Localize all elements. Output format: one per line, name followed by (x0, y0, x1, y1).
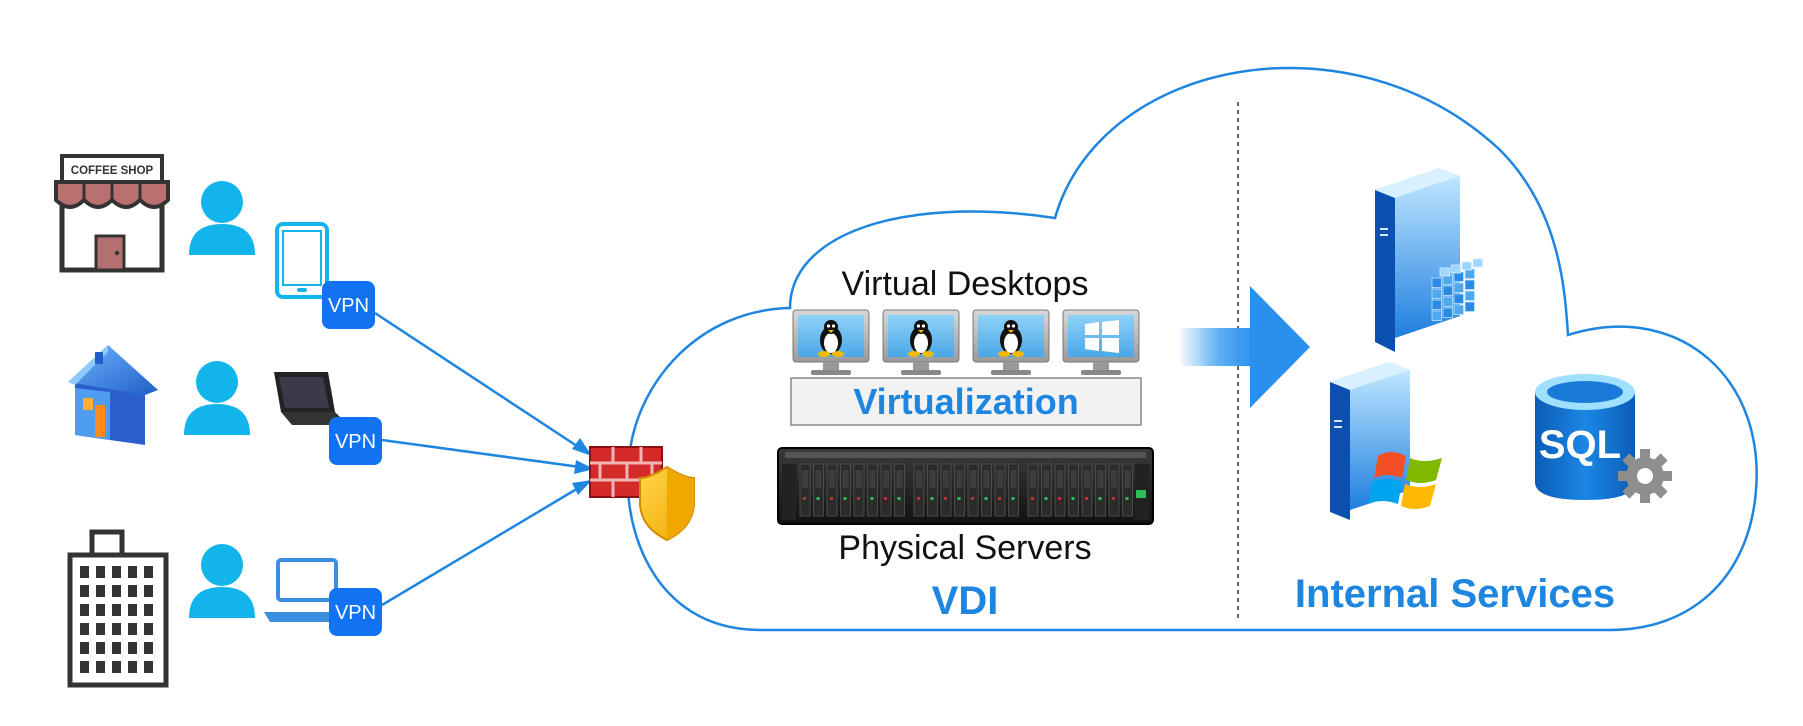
physical-servers-label: Physical Servers (838, 529, 1091, 567)
flow-arrow-icon (1178, 286, 1310, 408)
virtual-desktop-monitors (792, 309, 1140, 375)
linux-desktop-monitor (792, 309, 870, 375)
linux-penguin-icon (908, 320, 934, 357)
virtualization-label: Virtualization (853, 381, 1078, 422)
user-icon-3 (189, 544, 255, 618)
linux-penguin-icon (998, 320, 1024, 357)
svg-text:VPN: VPN (335, 602, 376, 624)
house-icon (68, 345, 158, 445)
windows-desktop-monitor (1062, 309, 1140, 375)
internal-services-title: Internal Services (1295, 572, 1615, 616)
user-icon-1 (189, 181, 255, 255)
gear-icon (1618, 449, 1672, 503)
coffee-shop-icon: COFFEE SHOP (54, 154, 170, 273)
svg-text:VPN: VPN (335, 431, 376, 453)
linux-penguin-icon (818, 320, 844, 357)
laptop-icon-blue (264, 558, 350, 622)
office-building-icon (67, 529, 169, 688)
database-server-icon (1375, 168, 1483, 352)
virtualization-layer (790, 377, 1142, 426)
windows-logo-icon (1085, 320, 1119, 353)
security-shield-icon (639, 465, 695, 542)
connection-arrowheads (572, 438, 594, 495)
sql-label: SQL (1539, 423, 1621, 467)
linux-desktop-monitor (972, 309, 1050, 375)
coffee-shop-sign: COFFEE SHOP (71, 165, 154, 177)
user-icon-2 (184, 361, 250, 435)
windows-logo-icon (1368, 452, 1442, 509)
vpn-connections (374, 311, 581, 607)
vpn-badge-3: VPN (329, 588, 382, 636)
rack-server-icon (777, 447, 1154, 525)
svg-text:VPN: VPN (328, 295, 369, 317)
vpn-badge-2: VPN (329, 417, 382, 465)
vpn-badge-1: VPN (322, 281, 375, 329)
sql-database-icon: SQL (1535, 374, 1635, 500)
vdi-title: VDI (932, 579, 999, 623)
virtual-desktops-label: Virtual Desktops (842, 265, 1089, 303)
smartphone-icon (275, 222, 329, 299)
linux-desktop-monitor (882, 309, 960, 375)
